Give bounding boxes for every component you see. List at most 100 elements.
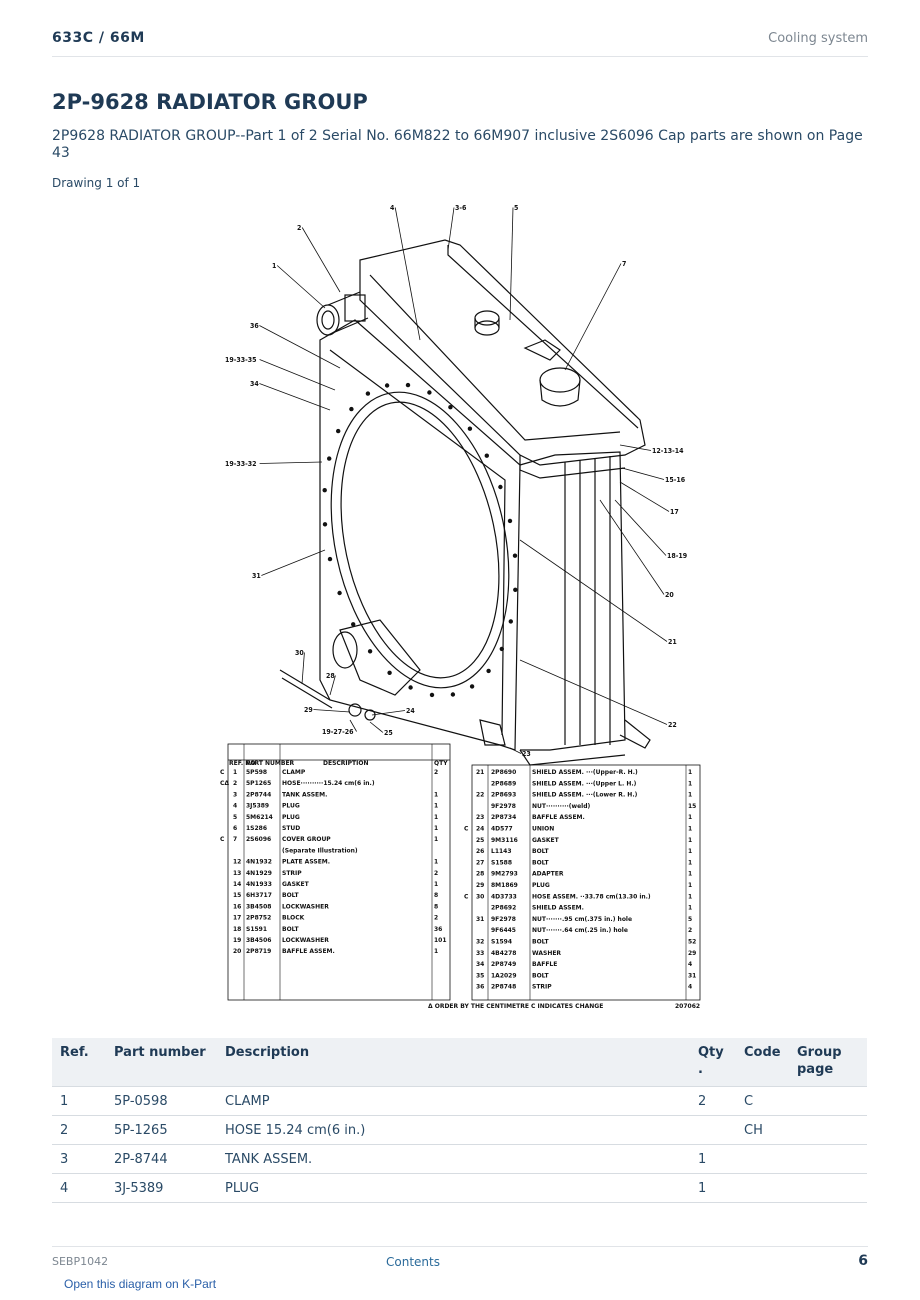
printed-cell-desc: BAFFLE	[532, 961, 557, 968]
bolt-hole	[427, 390, 432, 395]
printed-cell-part: 4B4278	[491, 950, 516, 957]
printed-cell-qty: 52	[688, 939, 696, 946]
printed-cell-part: 4D3733	[491, 893, 517, 900]
printed-cell-qty: 1	[688, 905, 692, 912]
leader-line	[313, 709, 351, 713]
leader-line	[349, 719, 357, 732]
bolt-hole	[499, 646, 504, 652]
printed-cell-part: 8M1869	[491, 882, 518, 889]
leader-line	[621, 467, 665, 480]
printed-cell-part: 4N1933	[246, 881, 272, 888]
printed-cell-part: 9F2978	[491, 916, 516, 923]
leader-line	[519, 539, 668, 642]
leader-line	[619, 481, 670, 512]
printed-cell-desc: (Separate Illustration)	[282, 847, 358, 854]
printed-cell-ref: 6	[233, 825, 237, 832]
printed-cell-desc: HOSE··········15.24 cm(6 in.)	[282, 780, 375, 787]
printed-cell-desc: NUT··········(weld)	[532, 803, 590, 810]
printed-cell-part: 2P8744	[246, 791, 271, 798]
printed-cell-part: 2P8692	[491, 905, 516, 912]
printed-cell-qty: 1	[434, 825, 438, 832]
callout-label: 1	[272, 262, 276, 270]
printed-cell-ref: 18	[233, 926, 241, 933]
leader-line	[394, 207, 421, 341]
leader-line	[259, 325, 341, 369]
printed-cell-desc: GASKET	[532, 837, 560, 844]
page-title: 2P-9628 RADIATOR GROUP	[52, 90, 368, 114]
printed-cell-ref: 2	[233, 780, 237, 787]
bolt-hole	[322, 522, 328, 527]
printed-cell-part: 3J5389	[246, 803, 269, 810]
page-subtitle: 2P9628 RADIATOR GROUP--Part 1 of 2 Seria…	[52, 128, 863, 161]
printed-cell-qty: 1	[688, 871, 692, 878]
table-row: 3 2P-8744 TANK ASSEM. 1	[52, 1144, 867, 1174]
printed-table-header: REF. NO	[229, 760, 255, 767]
printed-cell-desc: GASKET	[282, 881, 310, 888]
bolt-hole	[336, 428, 341, 434]
kpart-link[interactable]: Open this diagram on K-Part	[64, 1277, 217, 1291]
printed-cell-ref: 5	[233, 814, 237, 821]
contents-link[interactable]: Contents	[386, 1255, 440, 1269]
col-part-number: Part number	[106, 1038, 217, 1087]
printed-cell-qty: 2	[688, 927, 692, 934]
printed-cell-desc: UNION	[532, 826, 554, 833]
printed-cell-mark: C	[464, 826, 469, 833]
leader-line	[301, 652, 305, 685]
printed-cell-part: 9M2793	[491, 871, 518, 878]
printed-cell-qty: 2	[434, 769, 438, 776]
bolt-hole	[384, 383, 390, 388]
printed-cell-desc: TANK ASSEM.	[282, 791, 327, 798]
printed-cell-mark: C	[220, 769, 225, 776]
printed-cell-ref: 15	[233, 892, 241, 899]
printed-cell-mark: C	[464, 893, 469, 900]
printed-cell-ref: 21	[476, 769, 484, 776]
bolt-hole	[408, 685, 413, 690]
printed-cell-part: 2P8734	[491, 814, 516, 821]
printed-cell-desc: STUD	[282, 825, 300, 832]
printed-cell-qty: 5	[688, 916, 692, 923]
callout-label: 2	[297, 224, 301, 232]
printed-cell-qty: 4	[688, 961, 692, 968]
printed-cell-ref: 17	[233, 915, 241, 922]
printed-cell-ref: 7	[233, 836, 237, 843]
printed-cell-qty: 1	[434, 814, 438, 821]
printed-cell-desc: SHIELD ASSEM. ···(Upper L. H.)	[532, 780, 637, 787]
callout-label: 3-6	[455, 204, 467, 212]
printed-cell-ref: 25	[476, 837, 484, 844]
leader-line	[301, 227, 341, 293]
printed-cell-ref: 27	[476, 859, 484, 866]
bolt-hole	[467, 426, 473, 431]
drawing-number: 207062	[675, 1003, 700, 1010]
printed-table-header: DESCRIPTION	[323, 760, 369, 767]
printed-cell-desc: BOLT	[532, 859, 550, 866]
bolt-hole	[367, 649, 373, 654]
printed-cell-ref: 35	[476, 972, 484, 979]
bolt-hole	[512, 553, 518, 558]
printed-cell-mark: C	[220, 836, 225, 843]
printed-cell-ref: 19	[233, 937, 241, 944]
printed-cell-part: 2P8719	[246, 948, 271, 955]
printed-cell-part: L1143	[491, 848, 512, 855]
printed-cell-desc: BOLT	[282, 926, 300, 933]
callout-label: 12-13-14	[652, 447, 684, 455]
printed-cell-ref: 36	[476, 984, 484, 991]
callout-label: 4	[390, 204, 395, 212]
bolt-hole	[508, 619, 513, 624]
printed-cell-ref: 1	[233, 769, 237, 776]
callout-label: 15-16	[665, 476, 686, 484]
